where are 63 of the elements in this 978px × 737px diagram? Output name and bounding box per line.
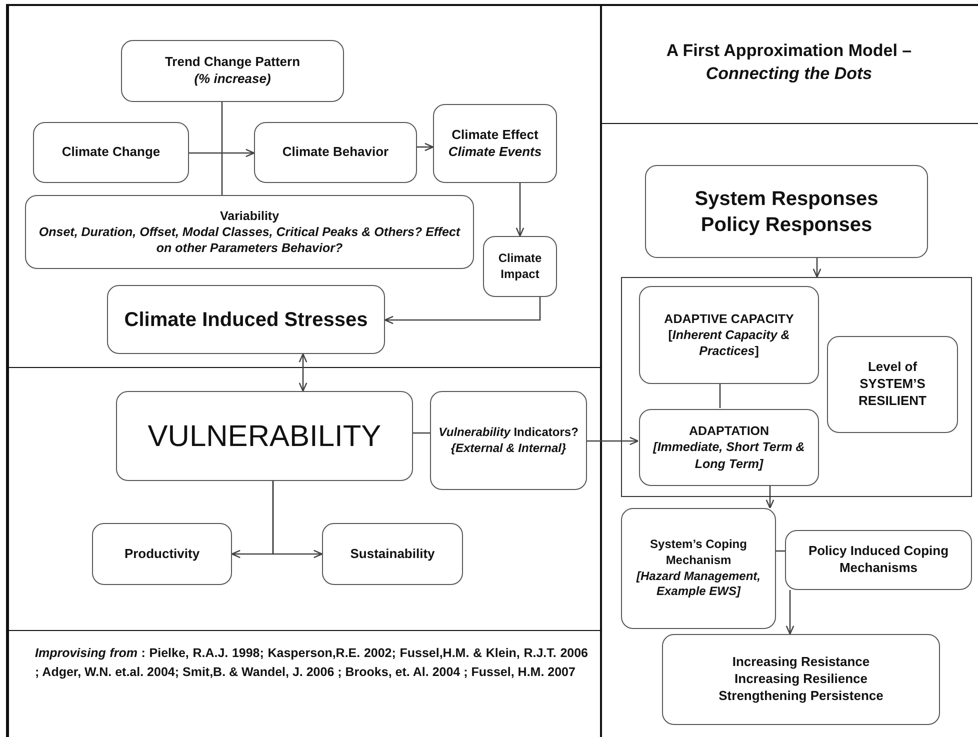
arrow [587,436,639,446]
arrow [189,148,255,158]
node-text: System Responses [694,186,878,212]
node-text: [Inherent Capacity & Practices] [667,326,791,360]
arrow [417,142,434,152]
node-text: Strengthening Persistence [718,688,884,705]
arrow [272,481,323,558]
node-text: Climate Change [62,144,160,161]
diagram-title: A First Approximation Model – Connecting the Dots [665,40,913,85]
node-text: ADAPTATION [688,423,770,440]
process-box [433,104,557,183]
process-box [92,523,232,585]
process-box [107,285,385,354]
node-text: Increasing Resistance [732,654,870,672]
node-text: Climate Impact [497,250,543,282]
node-text: System’s Coping Mechanism [649,537,748,568]
connector-line [413,432,430,434]
node-text: Climate Induced Stresses [124,308,368,332]
node-text: VULNERABILITY [148,418,382,454]
process-box [621,508,776,629]
process-box [25,195,474,269]
process-box [430,391,587,490]
process-box [33,122,189,183]
connector-line [221,102,223,195]
node-text: Productivity [124,546,200,562]
node-text: Climate Effect [452,126,538,144]
node-text: Climate Behavior [282,144,389,161]
arrow [786,590,794,635]
node-text: [Immediate, Short Term & Long Term] [652,439,806,472]
process-box [662,634,940,725]
node-text: Variability [220,208,280,224]
group-frame [621,277,972,497]
process-box [639,409,819,486]
node-text: {External & Internal} [450,440,566,456]
node-text: (% increase) [194,71,271,88]
process-box [322,523,463,585]
arrow [812,258,822,278]
node-text: Trend Change Pattern [164,54,300,71]
arrow [516,183,524,237]
node-text: Climate Events [448,144,542,160]
arrow [298,353,308,392]
node-text: Policy Responses [700,212,872,238]
node-text: [Hazard Management, Example EWS] [635,568,762,600]
process-box [254,122,417,183]
connector-line [719,383,721,408]
process-box [483,236,557,297]
process-box [116,391,413,481]
arrow [766,485,774,509]
process-box [639,286,819,384]
node-text: Vulnerability Indicators? [438,424,578,440]
connector-line [776,550,785,552]
node-text: Level of SYSTEM’S RESILIENT [858,359,928,410]
process-box [645,165,928,258]
process-box [827,336,958,433]
reference-note: Improvising from : Pielke, R.A.J. 1998; Kasperson,R.E. 2002; Fussel,H.M. & Klein, R.J.T. 2006 ; Adger, W.N. et.al. 2004; Smit,B. & Wandel, J. 2006 ; Brooks, et. Al. 2004 ; Fussel, H.M. 2007 [35,645,588,681]
node-text: Onset, Duration, Offset, Modal Classes, Critical Peaks & Others? Effect on other Parameters Behavior? [38,224,462,256]
arrow [384,297,541,324]
process-box [121,40,344,102]
process-box [785,530,972,590]
node-text: Sustainability [350,546,435,562]
node-text: Increasing Resilience [734,671,868,688]
node-text: Policy Induced Coping Mechanisms [807,543,950,577]
node-text: ADAPTIVE CAPACITY [664,310,794,327]
